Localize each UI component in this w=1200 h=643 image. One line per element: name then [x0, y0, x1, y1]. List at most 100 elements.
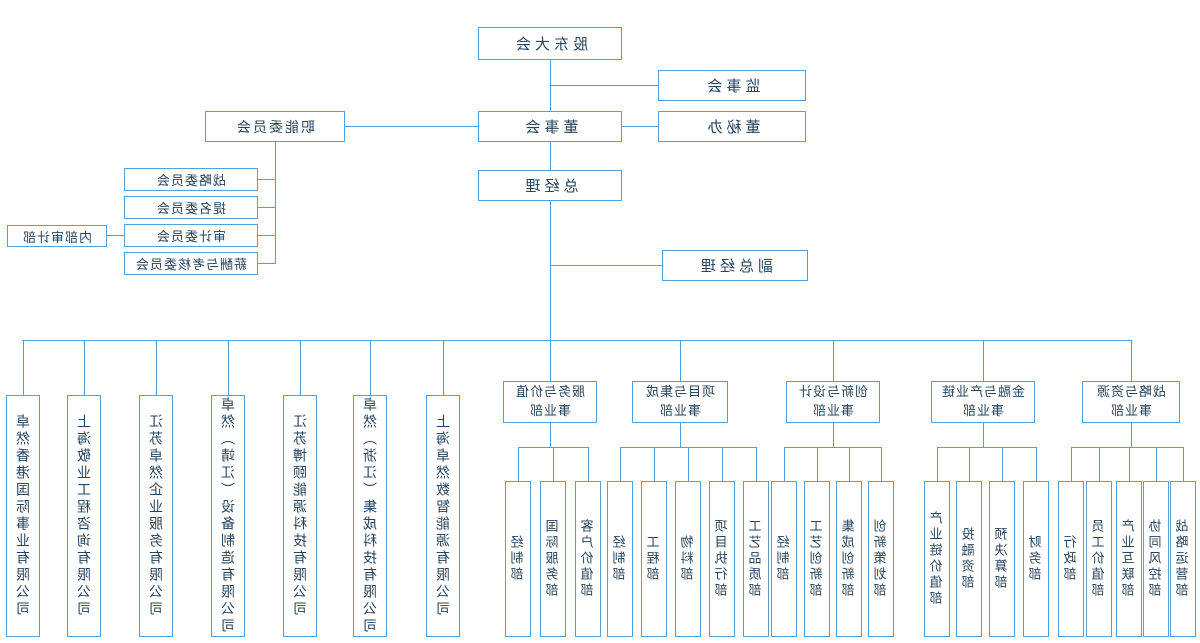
connector-line [443, 340, 444, 395]
dept-box: 经制部 [505, 481, 531, 637]
dept-box: 产业链价值部 [924, 481, 950, 637]
connector-line [1131, 423, 1132, 447]
connector-line [370, 340, 371, 395]
connector-line [258, 179, 276, 180]
connector-line [680, 340, 681, 381]
subsidiary-box: 卓然（浙江）集成科技有限公司 [353, 395, 387, 637]
connector-line [258, 235, 276, 236]
connector-line [881, 447, 882, 481]
node-label: 战略与资源事业部 [1096, 384, 1167, 418]
dept-box: 工程部 [641, 481, 667, 637]
node-label: 股东大会 [512, 36, 589, 53]
connector-line [1156, 447, 1157, 481]
node-label: 创新与设计事业部 [798, 384, 869, 418]
connector-line [937, 447, 1036, 448]
node-label: 薪酬与考核委员会 [135, 257, 248, 272]
node-supervisory-board: 监事会 [658, 70, 806, 101]
node-label: 提名委员会 [156, 201, 227, 216]
connector-line [588, 447, 589, 481]
connector-line [345, 126, 478, 127]
connector-line [107, 235, 124, 236]
dept-box: 战略运营部 [1170, 481, 1196, 637]
node-committee-nomination: 提名委员会 [124, 196, 258, 219]
connector-line [275, 142, 276, 264]
connector-line [817, 447, 818, 481]
dept-box: 工艺品质部 [743, 481, 769, 637]
connector-line [1099, 447, 1100, 481]
node-functional-committees: 职能委员会 [205, 111, 345, 142]
node-internal-audit-dept: 内部审计部 [7, 225, 107, 247]
dept-box: 投融资部 [956, 481, 982, 637]
connector-line [937, 447, 938, 481]
connector-line [1071, 447, 1072, 481]
connector-line [620, 447, 621, 481]
dept-box: 工艺创新部 [804, 481, 830, 637]
connector-line [833, 423, 834, 447]
subsidiary-box: 江苏博颐能源科技有限公司 [283, 395, 317, 637]
node-committee-remuneration: 薪酬与考核委员会 [124, 252, 258, 275]
division-header-project-integration: 项目与集成事业部 [632, 381, 728, 423]
dept-box: 物料部 [675, 481, 701, 637]
connector-line [258, 263, 276, 264]
connector-line [550, 423, 551, 447]
connector-line [1183, 447, 1184, 481]
dept-box: 财务部 [1023, 481, 1049, 637]
connector-line [722, 447, 723, 481]
dept-box: 员工价值部 [1086, 481, 1112, 637]
division-header-finance-industry-chain: 金融与产业链事业部 [931, 381, 1035, 423]
connector-line [550, 85, 658, 86]
connector-line [156, 340, 157, 395]
dept-box: 预决算部 [989, 481, 1015, 637]
subsidiary-box: 上海卓然数智能源有限公司 [426, 395, 460, 637]
dept-box: 国际服务部 [540, 481, 566, 637]
subsidiary-box: 江苏卓然企业服务有限公司 [139, 395, 173, 637]
node-board-secretary-office: 董秘办 [658, 111, 806, 142]
node-label: 金融与产业链事业部 [941, 384, 1026, 418]
dept-box: 协同风控部 [1143, 481, 1169, 637]
connector-line [983, 340, 984, 381]
node-label: 董事会 [521, 119, 579, 136]
node-general-manager: 总经理 [478, 170, 622, 201]
connector-line [1129, 447, 1130, 481]
node-committee-strategy: 战略委员会 [124, 168, 258, 191]
node-board-of-directors: 董事会 [478, 111, 622, 142]
connector-line [84, 340, 85, 395]
connector-line [784, 447, 785, 481]
connector-line [23, 340, 24, 395]
connector-line [983, 423, 984, 447]
connector-line [756, 447, 757, 481]
dept-box: 客户价值部 [575, 481, 601, 637]
connector-line [969, 447, 970, 481]
connector-line [550, 340, 551, 381]
node-deputy-general-manager: 副总经理 [662, 250, 808, 281]
dept-box: 行政部 [1058, 481, 1084, 637]
subsidiary-box: 上海敬业工程咨询有限公司 [67, 395, 101, 637]
node-label: 项目与集成事业部 [645, 384, 716, 418]
node-label: 监事会 [703, 78, 761, 95]
connector-line [518, 447, 519, 481]
node-label: 服务与价值事业部 [515, 384, 586, 418]
dept-box: 集成创新部 [836, 481, 862, 637]
subsidiary-box: 卓然香港国际事业有限公司 [6, 395, 40, 637]
division-header-strategy-resources: 战略与资源事业部 [1082, 381, 1180, 423]
connector-line [550, 201, 551, 340]
connector-line [654, 447, 655, 481]
connector-line [1071, 447, 1183, 448]
node-label: 职能委员会 [235, 118, 315, 135]
subsidiary-box: 卓然（靖江）设备制造有限公司 [211, 395, 245, 637]
dept-box: 经制部 [771, 481, 797, 637]
node-label: 董秘办 [703, 119, 761, 136]
dept-box: 产业互联部 [1116, 481, 1142, 637]
connector-line [688, 447, 689, 481]
division-header-service-value: 服务与价值事业部 [503, 381, 597, 423]
connector-line [680, 423, 681, 447]
connector-line [551, 265, 662, 266]
connector-line [1036, 447, 1037, 481]
node-label: 审计委员会 [156, 229, 227, 244]
connector-line [622, 126, 658, 127]
connector-line [1131, 340, 1132, 381]
node-label: 内部审计部 [22, 229, 93, 245]
connector-line [784, 447, 881, 448]
node-committee-audit: 审计委员会 [124, 224, 258, 247]
